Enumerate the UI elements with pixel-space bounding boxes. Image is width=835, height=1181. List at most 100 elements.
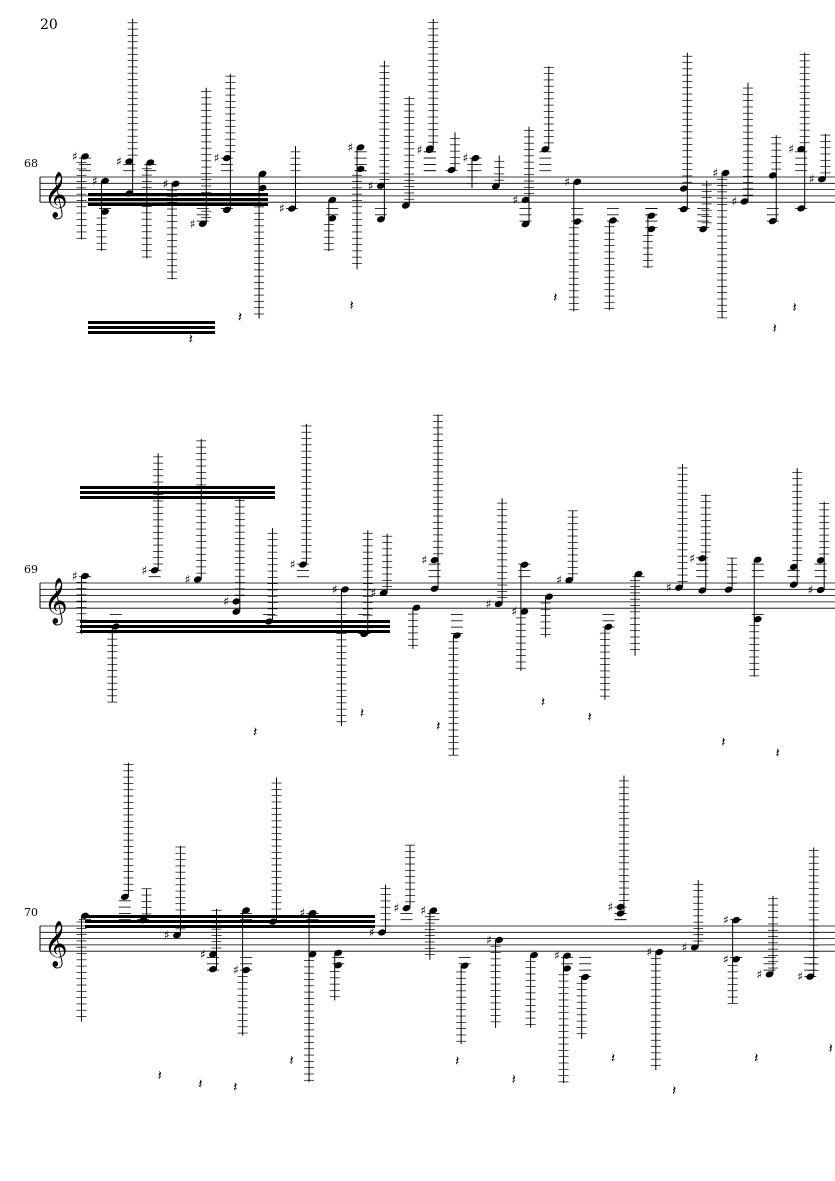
notehead (232, 598, 241, 605)
sharp-icon: ♯ (564, 175, 570, 189)
sharp-icon: ♯ (142, 563, 148, 577)
notehead (452, 632, 461, 639)
notehead (789, 563, 798, 571)
beam (80, 491, 275, 494)
measure-number-69: 69 (24, 563, 38, 576)
notehead (376, 216, 385, 223)
rest-icon: 𝄽 (436, 719, 440, 735)
notehead (412, 604, 421, 611)
sharp-icon: ♯ (666, 581, 672, 595)
rest-icon: 𝄽 (158, 1068, 162, 1084)
notehead (753, 616, 762, 623)
sharp-icon: ♯ (116, 154, 122, 168)
measure-number-70: 70 (24, 906, 38, 919)
notehead (530, 951, 538, 959)
beam (88, 193, 268, 196)
notehead (679, 206, 688, 213)
notehead (573, 218, 582, 225)
rest-icon: 𝄽 (349, 298, 353, 314)
notehead (401, 202, 410, 209)
rest-icon: 𝄽 (360, 706, 364, 722)
rest-icon: 𝄽 (792, 300, 796, 316)
beam (88, 198, 268, 201)
sharp-icon: ♯ (512, 193, 518, 207)
notehead (242, 907, 251, 914)
notehead (768, 172, 777, 179)
notehead (328, 215, 337, 222)
sharp-icon: ♯ (797, 970, 803, 984)
rest-icon: 𝄽 (541, 694, 545, 710)
notehead (402, 904, 411, 912)
beam (80, 620, 390, 623)
notehead (430, 585, 439, 592)
notehead (232, 608, 241, 615)
notehead (125, 158, 134, 165)
sharp-icon: ♯ (556, 573, 562, 587)
sharp-icon: ♯ (164, 928, 170, 942)
notehead (698, 555, 707, 562)
sharp-icon: ♯ (369, 925, 375, 939)
rest-icon: 𝄽 (611, 1051, 615, 1067)
notehead (724, 586, 733, 593)
rest-icon: 𝄽 (721, 734, 725, 750)
notehead (765, 971, 774, 978)
sharp-icon: ♯ (713, 166, 719, 180)
sharp-icon: ♯ (92, 174, 98, 188)
sharp-icon: ♯ (200, 947, 206, 961)
notehead (81, 572, 89, 580)
notehead (690, 944, 699, 951)
page-number: 20 (40, 17, 58, 33)
notehead (797, 145, 806, 153)
notehead (356, 144, 365, 151)
sharp-icon: ♯ (723, 952, 729, 966)
notehead (173, 932, 181, 939)
notehead (740, 198, 749, 205)
rest-icon: 𝄽 (829, 1041, 833, 1057)
sharp-icon: ♯ (554, 949, 560, 963)
notehead (563, 965, 571, 972)
notehead (429, 907, 438, 914)
sharp-icon: ♯ (808, 583, 814, 597)
sharp-icon: ♯ (463, 151, 469, 165)
sharp-icon: ♯ (511, 605, 517, 619)
sharp-icon: ♯ (607, 900, 613, 914)
sharp-icon: ♯ (290, 558, 296, 572)
sharp-icon: ♯ (279, 202, 285, 216)
notehead (101, 208, 109, 215)
notehead (565, 576, 574, 584)
beam (80, 630, 390, 633)
notehead (299, 561, 307, 568)
sharp-icon: ♯ (486, 597, 492, 611)
notehead (258, 184, 267, 192)
sharp-icon: ♯ (731, 194, 737, 208)
notehead (495, 936, 503, 944)
measure-number-68: 68 (24, 157, 38, 170)
treble-clef-icon: 𝄞 (44, 172, 68, 220)
notehead (520, 561, 529, 568)
rest-icon: 𝄽 (773, 321, 777, 337)
notehead (209, 966, 217, 973)
notehead (341, 586, 349, 593)
notehead (679, 185, 688, 192)
notehead (521, 220, 530, 228)
beam (85, 925, 375, 928)
notehead (328, 196, 337, 204)
beam (85, 915, 375, 918)
sharp-icon: ♯ (757, 967, 763, 981)
treble-clef-icon: 𝄞 (44, 921, 68, 969)
beam (88, 331, 215, 334)
sharp-icon: ♯ (422, 553, 428, 567)
sharp-icon: ♯ (348, 140, 354, 154)
sharp-icon: ♯ (223, 594, 229, 608)
notehead (753, 556, 762, 563)
beam (80, 486, 275, 489)
notehead (581, 973, 590, 981)
rest-icon: 𝄽 (253, 724, 257, 740)
sharp-icon: ♯ (368, 179, 374, 193)
notehead (494, 600, 503, 608)
beam (88, 326, 215, 329)
sharp-icon: ♯ (72, 569, 78, 583)
notehead (721, 169, 730, 177)
sharp-icon: ♯ (72, 149, 78, 163)
